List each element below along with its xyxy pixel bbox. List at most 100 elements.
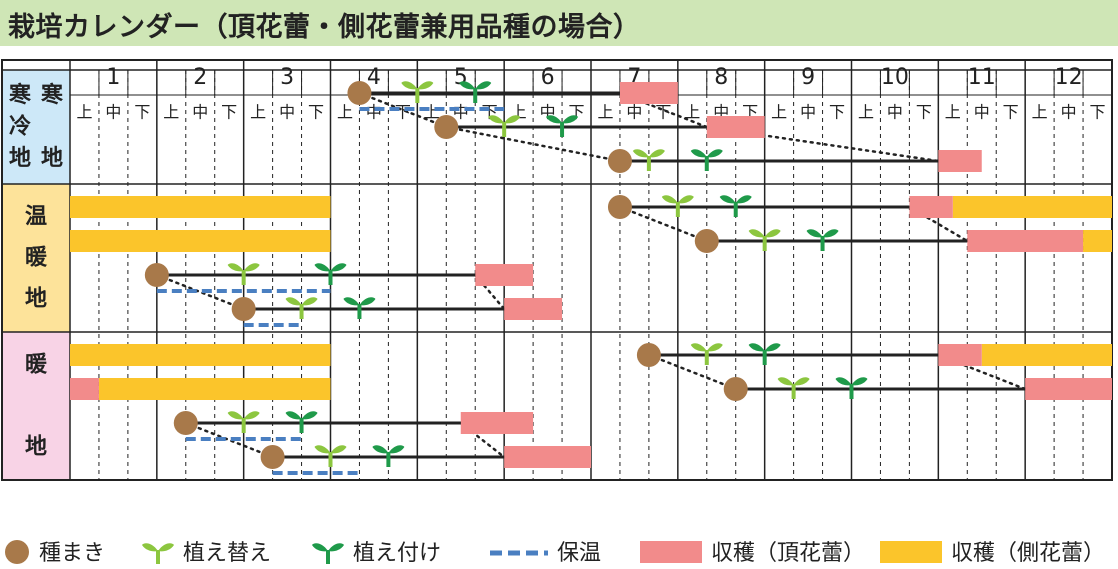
harvest-top-bar	[70, 378, 99, 400]
transplant-mark	[632, 149, 665, 171]
harvest-side-bar	[98, 378, 331, 400]
third-label: 中	[974, 103, 990, 122]
harvest-top-bar	[504, 298, 563, 320]
third-label: 上	[597, 103, 613, 122]
third-label: 下	[395, 103, 411, 122]
title-bar: 栽培カレンダー（頂花蕾・側花蕾兼用品種の場合）	[0, 0, 1118, 46]
region-label-char: 地	[25, 435, 47, 460]
region-label-char: 温	[25, 204, 47, 229]
planting-mark	[459, 81, 492, 103]
month-label: 10	[881, 65, 909, 90]
sowing-mark	[607, 195, 632, 219]
harvest-side-bar	[1083, 230, 1112, 252]
third-label: 上	[163, 103, 179, 122]
month-label: 6	[541, 65, 555, 90]
third-label: 中	[453, 103, 469, 122]
link-dotted-line	[705, 125, 940, 163]
third-label: 中	[887, 103, 903, 122]
yellow-bar-icon	[880, 541, 942, 563]
third-label: 上	[684, 103, 700, 122]
harvest-top-bar	[938, 150, 982, 172]
sowing-mark	[636, 343, 661, 367]
third-label: 下	[1003, 103, 1019, 122]
transplant-mark	[227, 263, 260, 285]
harvest-side-bar	[70, 196, 331, 218]
legend-transplant-label: 植え替え	[183, 541, 272, 566]
third-label: 上	[858, 103, 874, 122]
region-label-char: 地	[25, 287, 47, 312]
sowing-mark	[434, 115, 459, 139]
third-label: 下	[916, 103, 932, 122]
link-dotted-line	[184, 421, 274, 459]
sowing-mark	[694, 229, 719, 253]
planting-mark	[835, 377, 868, 399]
planting-mark	[806, 229, 839, 251]
third-label: 中	[800, 103, 816, 122]
planting-mark	[690, 149, 723, 171]
third-label: 中	[626, 103, 642, 122]
region-label-char: 冷	[9, 114, 31, 140]
transplant-mark	[285, 297, 318, 319]
planting-mark	[314, 263, 347, 285]
third-label: 下	[1090, 103, 1106, 122]
third-label: 上	[945, 103, 961, 122]
harvest-side-bar	[952, 196, 1112, 218]
planting-mark	[372, 445, 405, 467]
harvest-top-bar	[938, 344, 982, 366]
harvest-top-bar	[967, 230, 1084, 252]
transplant-mark	[777, 377, 810, 399]
transplant-mark	[748, 229, 781, 251]
sowing-mark	[144, 263, 169, 287]
legend-harvest-side-label: 収穫（側花蕾）	[951, 541, 1106, 566]
region-label-char: 暖	[25, 352, 48, 377]
third-label: 中	[1061, 103, 1077, 122]
third-label: 下	[829, 103, 845, 122]
sowing-mark	[260, 445, 285, 469]
legend-transplant: 植え替え	[140, 534, 271, 568]
third-label: 中	[279, 103, 295, 122]
transplant-mark	[690, 343, 723, 365]
legend-harvest-side: 収穫（側花蕾）	[878, 534, 1105, 568]
planting-mark	[748, 343, 781, 365]
planting-mark	[719, 195, 752, 217]
transplant-mark	[488, 115, 521, 137]
calendar-frame	[1, 59, 1113, 481]
planting-mark	[343, 297, 376, 319]
sowing-mark	[347, 81, 372, 105]
legend-harvest-top: 収穫（頂花蕾）	[638, 534, 865, 568]
month-label: 4	[367, 65, 381, 90]
harvest-top-bar	[706, 116, 765, 138]
third-label: 上	[250, 103, 266, 122]
transplant-mark	[661, 195, 694, 217]
harvest-side-bar	[70, 344, 331, 366]
region-label-char: 地	[9, 146, 31, 171]
link-dotted-line	[155, 273, 245, 311]
link-dotted-line	[908, 205, 969, 243]
harvest-top-bar	[909, 196, 953, 218]
planting-mark	[285, 411, 318, 433]
third-label: 下	[221, 103, 237, 122]
region-label-char: 地	[41, 146, 63, 171]
legend-planting-label: 植え付け	[353, 541, 442, 566]
legend-protection-label: 保温	[557, 541, 602, 566]
third-label: 上	[337, 103, 353, 122]
link-dotted-line	[618, 205, 709, 243]
legend-planting: 植え付け	[310, 534, 441, 568]
sprout-light-icon	[142, 543, 174, 564]
harvest-top-bar	[1025, 378, 1112, 400]
region-label-char: 寒	[9, 82, 31, 108]
sowing-mark	[173, 411, 198, 435]
region-label-bg	[2, 184, 70, 332]
cultivation-calendar: 寒冷地寒地温暖地暖地1上中下2上中下3上中下4上中下5上中下6上中下7上中下8上…	[1, 59, 1113, 481]
sowing-mark	[723, 377, 748, 401]
transplant-mark	[314, 445, 347, 467]
third-label: 上	[1032, 103, 1048, 122]
region-label-bg	[2, 70, 70, 184]
month-label: 8	[714, 65, 728, 90]
third-label: 中	[192, 103, 208, 122]
third-label: 中	[105, 103, 121, 122]
harvest-top-bar	[460, 412, 534, 434]
harvest-side-bar	[70, 230, 331, 252]
sowing-mark	[231, 297, 256, 321]
transplant-mark	[401, 81, 434, 103]
